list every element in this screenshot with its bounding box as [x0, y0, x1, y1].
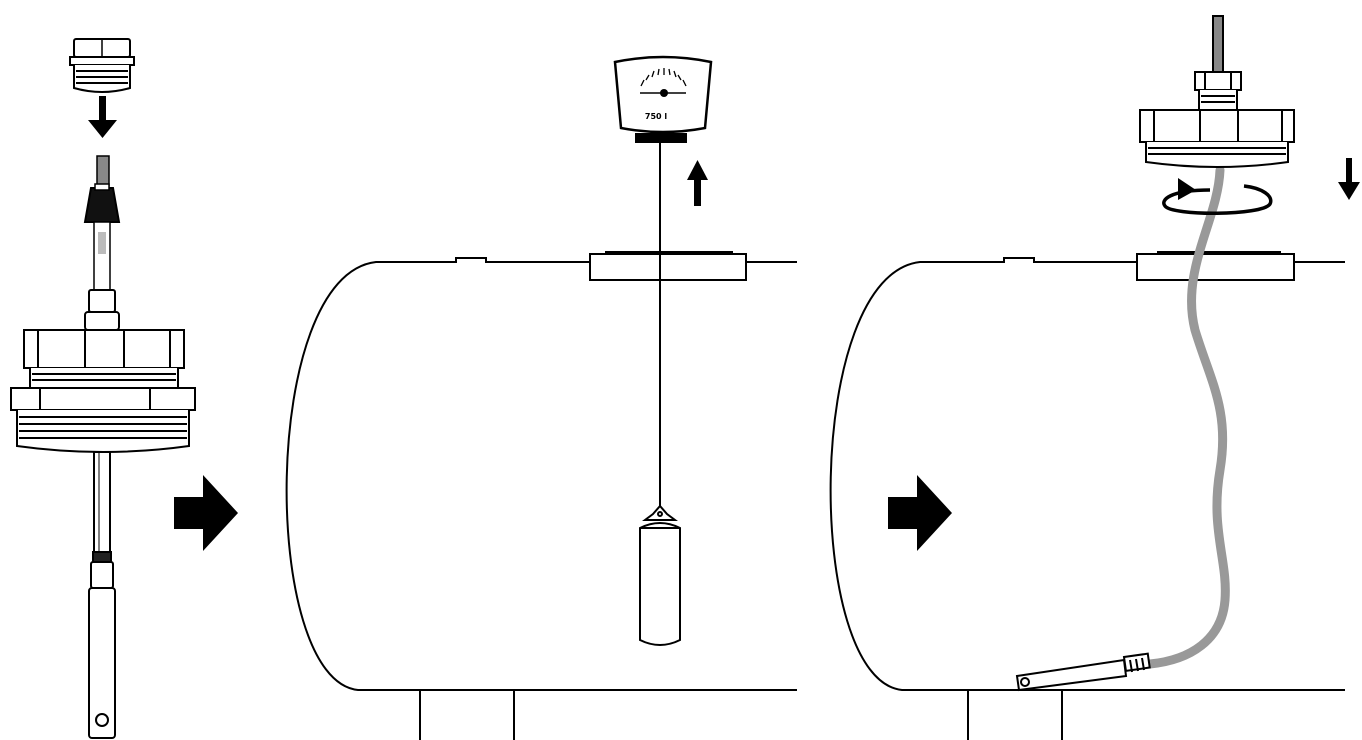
float	[639, 504, 681, 646]
tank-body	[285, 251, 797, 691]
cable-gland	[83, 187, 121, 223]
probe-cable	[1145, 165, 1230, 669]
sensor-probe	[88, 587, 116, 739]
arrow-down-icon	[1338, 158, 1360, 200]
arrow-up-icon	[687, 160, 708, 206]
hex-nut-upper	[23, 329, 185, 393]
panel-2-tank-float-gauge	[285, 55, 797, 740]
tank-flange	[1136, 253, 1295, 281]
level-gauge	[613, 55, 713, 143]
arrow-right-icon	[174, 475, 238, 551]
panel-1-sensor-assembly	[10, 38, 196, 739]
bottom-probe	[1015, 652, 1151, 692]
panel-3-tank-probe-install	[829, 15, 1360, 740]
arrow-right-icon	[888, 475, 952, 551]
arrow-down-icon	[88, 96, 117, 138]
rotate-arrow-icon	[1162, 178, 1273, 216]
probe-fitting	[1139, 15, 1295, 168]
cap-nut	[69, 38, 135, 93]
hex-nut-lower	[10, 387, 196, 453]
gauge-reading-label: 750 l	[645, 112, 667, 121]
sensor-rod	[93, 451, 111, 553]
tank-flange	[589, 253, 747, 281]
tank-body	[829, 251, 1345, 691]
sensor-rod-top	[96, 155, 110, 187]
